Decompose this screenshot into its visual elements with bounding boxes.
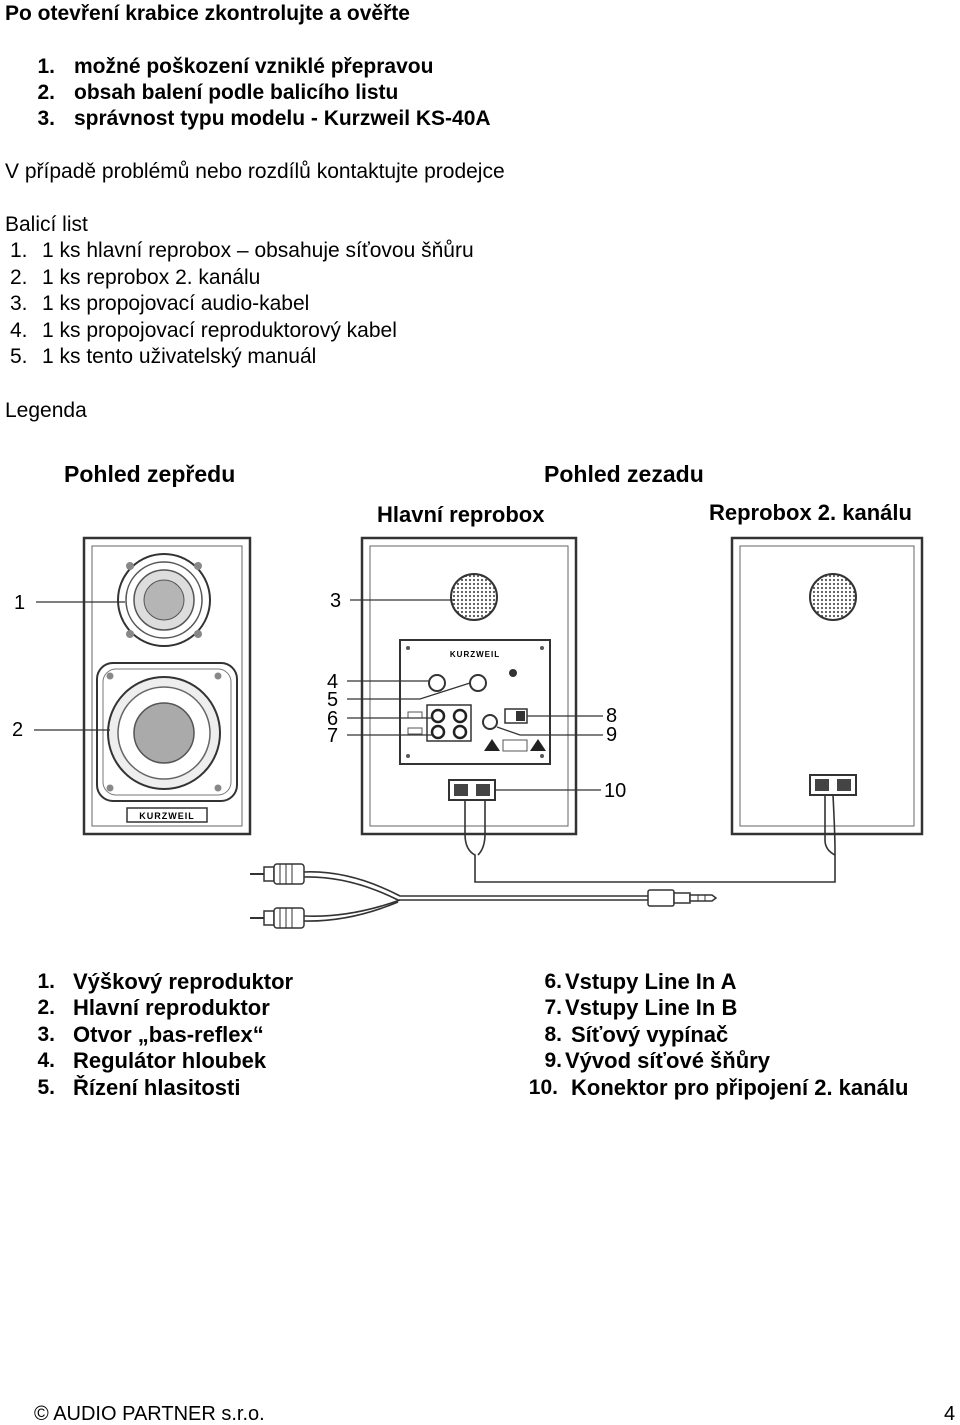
legend-text: Konektor pro připojení 2. kanálu	[571, 1075, 909, 1100]
legend-num: 1.	[37, 970, 55, 993]
legend-num: 9.	[544, 1049, 562, 1072]
packing-item-num: 3.	[10, 292, 28, 315]
callout-3: 3	[330, 590, 341, 612]
check-item-text: možné poškození vzniklé přepravou	[74, 55, 434, 78]
speaker-cable	[464, 794, 836, 883]
power-cord-icon	[482, 714, 498, 730]
page-heading: Po otevření krabice zkontrolujte a ověřt…	[5, 2, 410, 25]
packing-item-num: 1.	[10, 239, 28, 262]
callout-2: 2	[12, 719, 23, 741]
packing-title: Balicí list	[5, 213, 88, 236]
legend-num: 3.	[37, 1023, 55, 1046]
legend-num: 7.	[544, 996, 562, 1019]
legend-text: Regulátor hloubek	[73, 1048, 267, 1073]
callout-5: 5	[327, 689, 338, 711]
packing-item-text: 1 ks propojovací reproduktorový kabel	[42, 319, 397, 342]
legend-num: 8.	[544, 1023, 562, 1046]
rear-view-title: Pohled zezadu	[544, 461, 704, 487]
check-item-num: 1.	[37, 55, 55, 78]
front-view-title: Pohled zepředu	[64, 461, 235, 487]
legend-text: Vývod síťové šňůry	[565, 1048, 770, 1073]
packing-item-text: 1 ks hlavní reprobox – obsahuje síťovou …	[42, 239, 474, 262]
footer-company: © AUDIO PARTNER s.r.o.	[34, 1403, 265, 1425]
woofer-icon	[96, 662, 238, 802]
problem-note: V případě problémů nebo rozdílů kontaktu…	[5, 160, 505, 183]
volume-knob-icon	[469, 674, 487, 692]
callout-4: 4	[327, 671, 338, 693]
front-brand-label: KURZWEIL	[139, 811, 195, 821]
legend-text: Výškový reproduktor	[73, 969, 294, 994]
callout-10: 10	[604, 780, 626, 802]
control-panel	[399, 639, 551, 765]
legend-text: Otvor „bas-reflex“	[73, 1022, 264, 1047]
line-in-a-right-icon	[452, 708, 468, 724]
line-in-b-right-icon	[452, 724, 468, 740]
footer-page-number: 4	[944, 1403, 956, 1425]
legend-num: 6.	[544, 970, 562, 993]
legend-text: Vstupy Line In A	[565, 969, 737, 994]
panel-brand-label: KURZWEIL	[450, 650, 500, 659]
callout-9: 9	[606, 724, 617, 746]
packing-item-num: 2.	[10, 266, 28, 289]
callout-7: 7	[327, 725, 338, 747]
rear-main-speaker: KURZWEIL	[360, 536, 578, 836]
check-item-text: obsah balení podle balicího listu	[74, 81, 399, 104]
second-box-title: Reprobox 2. kanálu	[709, 500, 912, 525]
packing-item-text: 1 ks tento uživatelský manuál	[42, 345, 317, 368]
audio-cable-icon	[250, 863, 718, 929]
legend-num: 5.	[37, 1076, 55, 1099]
packing-item-num: 5.	[10, 345, 28, 368]
main-box-title: Hlavní reprobox	[377, 502, 545, 527]
packing-item-text: 1 ks reprobox 2. kanálu	[42, 266, 261, 289]
legend-text: Vstupy Line In B	[565, 995, 738, 1020]
legend-title: Legenda	[5, 399, 87, 422]
legend-num: 10.	[528, 1076, 558, 1099]
callout-8: 8	[606, 705, 617, 727]
packing-item-num: 4.	[10, 319, 28, 342]
legend-text: Síťový vypínač	[571, 1022, 729, 1047]
tweeter-icon	[117, 553, 211, 647]
legend-text: Hlavní reproduktor	[73, 995, 270, 1020]
check-item-text: správnost typu modelu - Kurzweil KS-40A	[74, 107, 491, 130]
line-in-b-left-icon	[430, 724, 446, 740]
bass-reflex-port-icon	[450, 573, 498, 621]
legend-num: 2.	[37, 996, 55, 1019]
legend-num: 4.	[37, 1049, 55, 1072]
second-bass-reflex-port-icon	[809, 573, 857, 621]
check-item-num: 3.	[37, 107, 55, 130]
packing-item-text: 1 ks propojovací audio-kabel	[42, 292, 310, 315]
bass-knob-icon	[428, 674, 446, 692]
rear-second-speaker	[730, 536, 924, 836]
front-speaker: KURZWEIL	[82, 536, 252, 836]
line-in-a-left-icon	[430, 708, 446, 724]
check-item-num: 2.	[37, 81, 55, 104]
callout-1: 1	[14, 592, 25, 614]
callout-6: 6	[327, 708, 338, 730]
legend-text: Řízení hlasitosti	[73, 1075, 241, 1100]
speaker-diagram: Pohled zepředu Pohled zezadu Hlavní repr…	[12, 461, 924, 929]
